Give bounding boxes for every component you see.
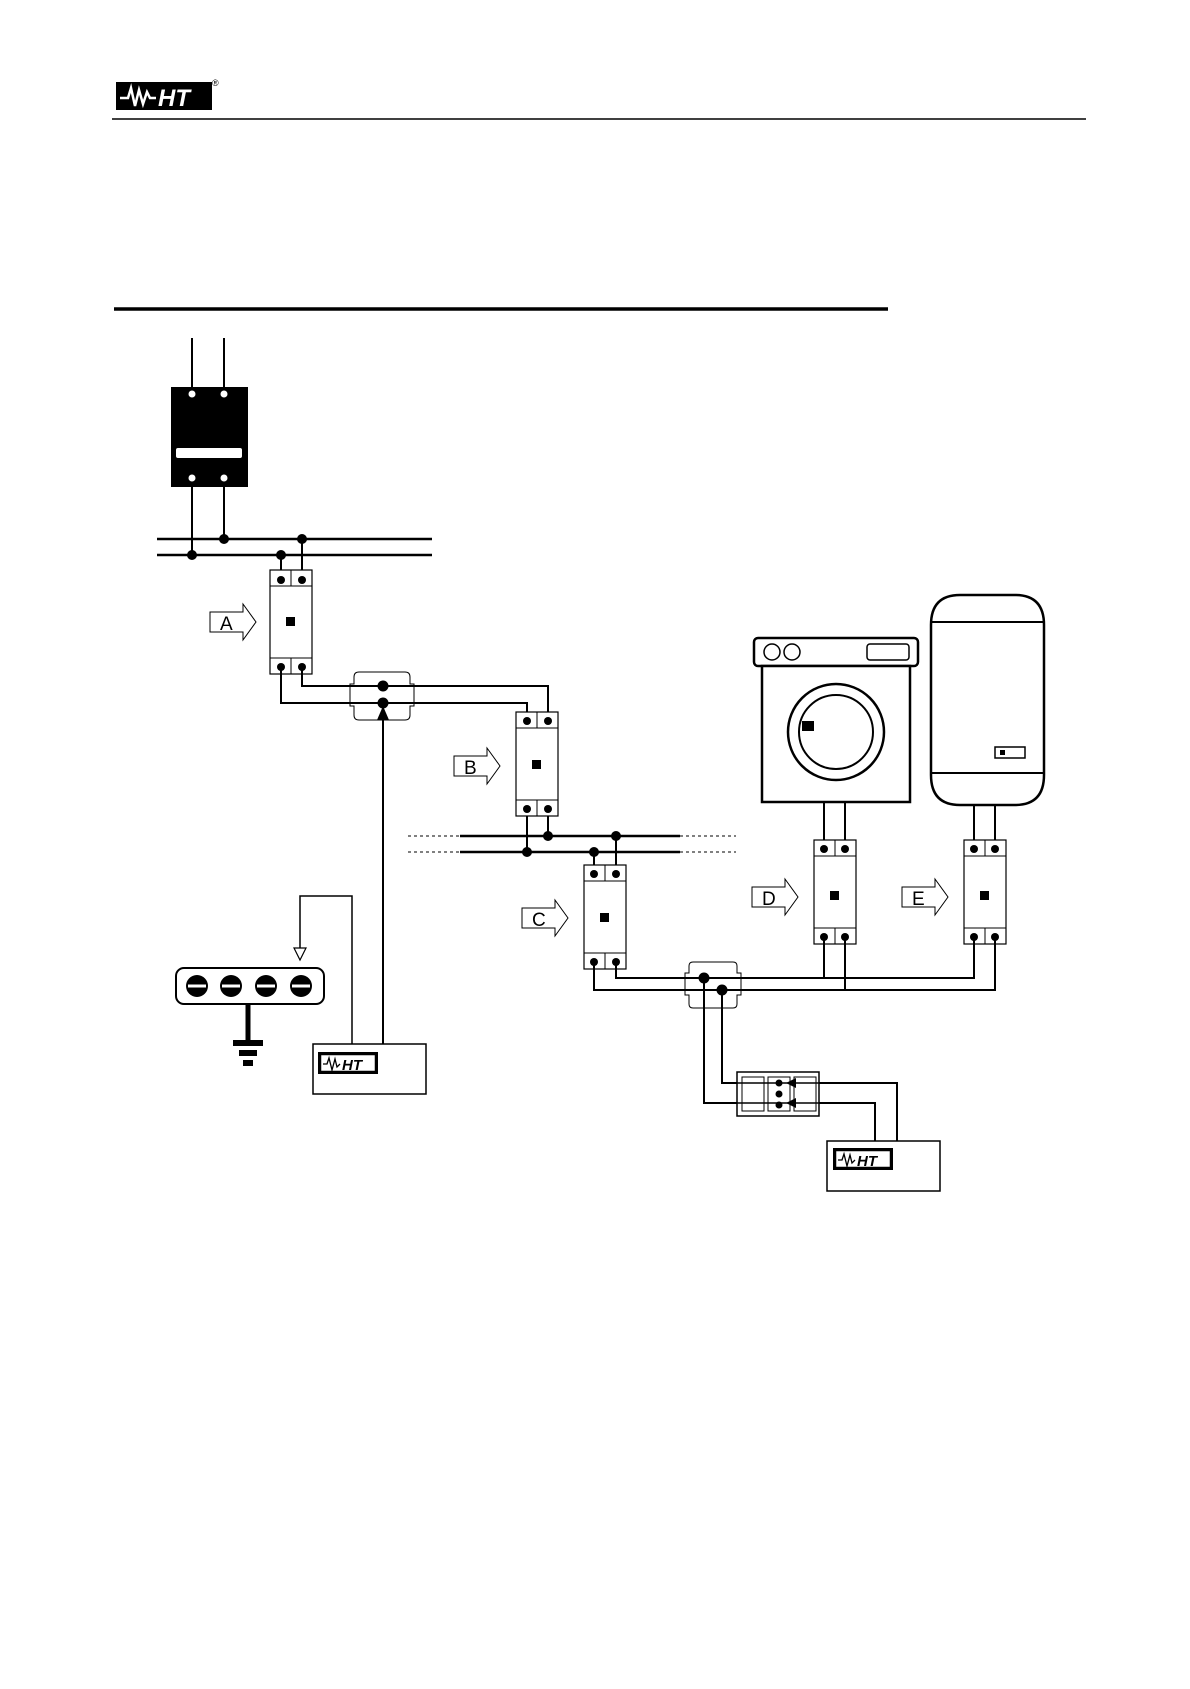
breaker-d-label: D xyxy=(762,889,776,910)
supply-meter xyxy=(171,338,248,555)
breaker-a-label: A xyxy=(220,614,233,635)
instrument-1-logo-text: HT xyxy=(342,1057,364,1074)
test-adapter xyxy=(737,1072,897,1143)
test-instrument-1: HT xyxy=(313,1044,426,1094)
current-clamp-2 xyxy=(685,962,741,1008)
ground-symbol xyxy=(233,1004,263,1066)
breaker-e xyxy=(964,840,1006,944)
logo-text: HT xyxy=(158,85,192,112)
main-busbar xyxy=(157,534,432,572)
sub-busbar xyxy=(408,816,736,868)
breaker-e-tag: E xyxy=(902,879,948,915)
test-instrument-2: HT xyxy=(827,1141,940,1191)
breaker-b-label: B xyxy=(464,758,477,779)
brand-logo: HT ® xyxy=(116,78,219,112)
breaker-b xyxy=(516,712,558,816)
breaker-a-tag: A xyxy=(210,604,256,640)
instrument-2-logo-text: HT xyxy=(857,1153,879,1170)
water-heater xyxy=(931,595,1044,843)
breaker-c-label: C xyxy=(532,910,546,931)
washing-machine xyxy=(754,638,918,843)
load-wiring xyxy=(594,937,995,990)
earth-terminal-bar xyxy=(176,968,324,1004)
breaker-b-tag: B xyxy=(454,748,500,784)
breaker-d xyxy=(814,840,856,944)
breaker-d-tag: D xyxy=(752,879,798,915)
clamp-test-lead xyxy=(377,706,389,1046)
breaker-c-tag: C xyxy=(522,900,568,936)
breaker-a xyxy=(270,570,312,674)
breaker-c xyxy=(584,865,626,969)
breaker-e-label: E xyxy=(912,889,925,910)
logo-registered-mark: ® xyxy=(212,78,219,88)
